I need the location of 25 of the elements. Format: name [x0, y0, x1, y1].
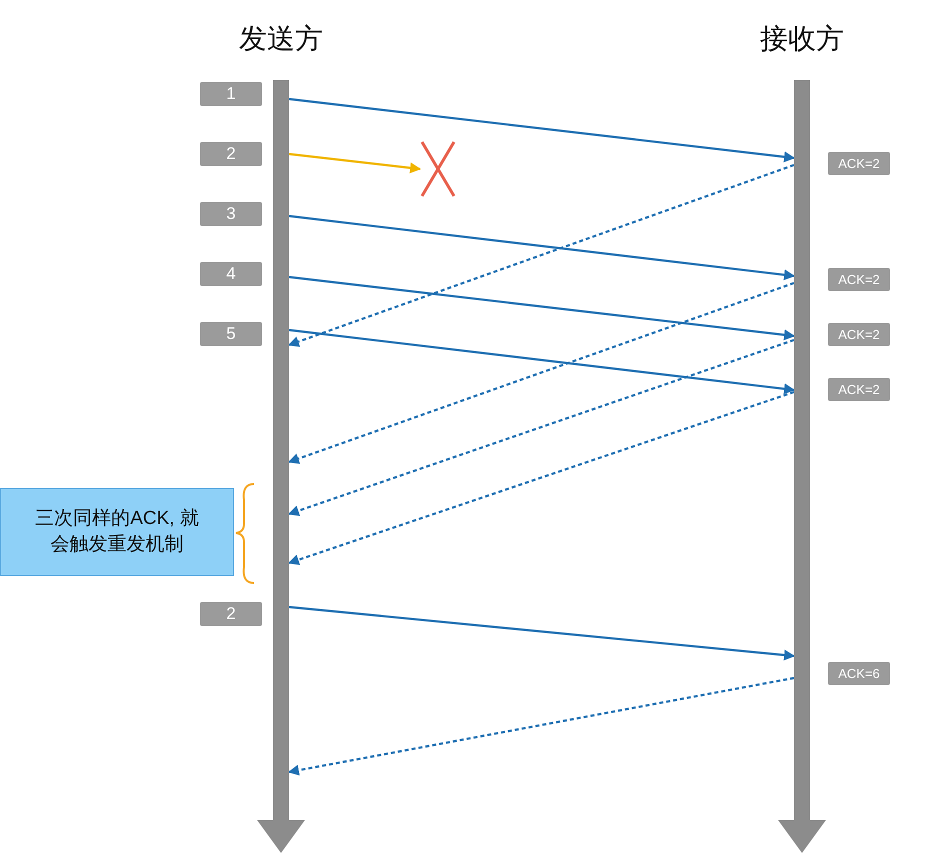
arrow	[288, 152, 422, 174]
lifeline-heading: 接收方	[759, 22, 845, 56]
arrow	[288, 390, 794, 566]
ack-label: ACK=2	[828, 268, 890, 291]
segment-number-label: 3	[200, 202, 262, 226]
note-box: 三次同样的ACK, 就会触发重发机制	[0, 488, 234, 576]
segment-number-label: 2	[200, 602, 262, 626]
arrow	[288, 282, 794, 464]
arrow	[288, 606, 796, 661]
lifeline-heading: 发送方	[238, 22, 324, 56]
arrow	[288, 164, 794, 347]
arrow	[288, 328, 796, 394]
segment-number-label: 5	[200, 322, 262, 346]
arrow	[288, 276, 796, 340]
ack-label: ACK=2	[828, 323, 890, 346]
arrow	[288, 98, 796, 162]
segment-number-label: 1	[200, 82, 262, 106]
arrow	[288, 676, 794, 776]
arrow	[288, 214, 796, 280]
ack-label: ACK=2	[828, 152, 890, 175]
segment-number-label: 4	[200, 262, 262, 286]
segment-number-label: 2	[200, 142, 262, 166]
ack-label: ACK=2	[828, 378, 890, 401]
ack-label: ACK=6	[828, 662, 890, 685]
arrow	[288, 338, 794, 516]
